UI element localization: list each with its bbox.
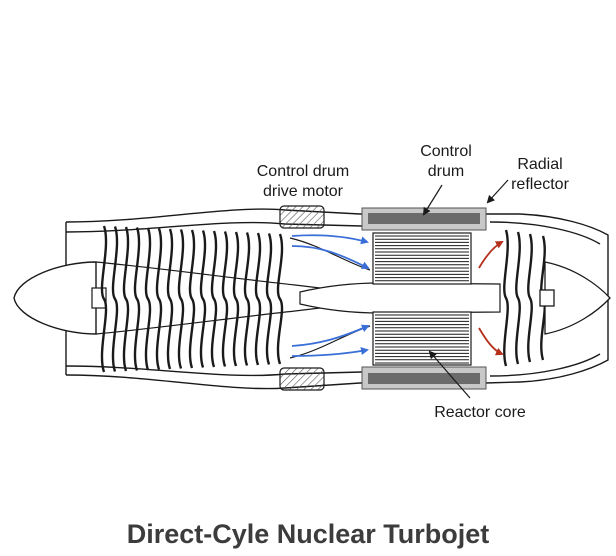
leader-lines — [422, 179, 509, 399]
reactor-core-top — [372, 232, 472, 285]
label-radial-reflector-line2: reflector — [511, 176, 569, 193]
control-drum-top — [368, 213, 480, 224]
label-control-drum-line2: drum — [428, 163, 464, 180]
main-shaft — [289, 237, 501, 359]
exhaust-cone — [539, 261, 611, 335]
compressor-blades — [100, 225, 284, 373]
label-control-drum-drive-motor-line2: drive motor — [263, 183, 344, 200]
compressor-blade — [122, 226, 130, 372]
compressor-blade — [111, 226, 119, 372]
exhaust-flow-arrows — [478, 241, 504, 356]
compressor-blade — [276, 233, 284, 365]
label-radial-reflector-line1: Radial — [517, 156, 562, 173]
label-control-drum-drive-motor-line1: Control drum — [257, 163, 349, 180]
compressor-blade — [265, 233, 273, 365]
turbine-blade — [515, 231, 521, 365]
compressor-blade — [254, 232, 262, 366]
compressor-blade — [243, 232, 251, 366]
compressor-blade — [166, 228, 174, 370]
control-drum-drive-motor-bottom — [279, 367, 325, 391]
compressor-blade — [199, 230, 207, 368]
engine-casing — [65, 208, 609, 390]
compressor-blade — [133, 227, 141, 371]
diagram-title: Direct-Cyle Nuclear Turbojet — [127, 519, 490, 549]
compressor-blade — [155, 228, 163, 370]
label-control-drum-line1: Control — [420, 143, 472, 160]
compressor-blade — [232, 231, 240, 367]
reactor-core-bottom — [372, 311, 472, 366]
control-drum-drive-motor-top — [279, 205, 325, 229]
turbine-blades — [503, 229, 546, 367]
compressor-blade — [177, 229, 185, 369]
control-drum-bottom — [368, 373, 480, 384]
compressor-blade — [210, 230, 218, 368]
compressor-blade — [188, 229, 196, 369]
intake-flow-arrows — [291, 234, 370, 357]
compressor-blade — [100, 225, 108, 373]
nose-spinner — [13, 261, 97, 335]
label-reactor-core: Reactor core — [434, 404, 526, 421]
compressor-blade — [221, 231, 229, 367]
compressor-blade — [144, 227, 152, 371]
turbine-blade — [527, 233, 533, 363]
turbine-blade — [503, 229, 509, 367]
